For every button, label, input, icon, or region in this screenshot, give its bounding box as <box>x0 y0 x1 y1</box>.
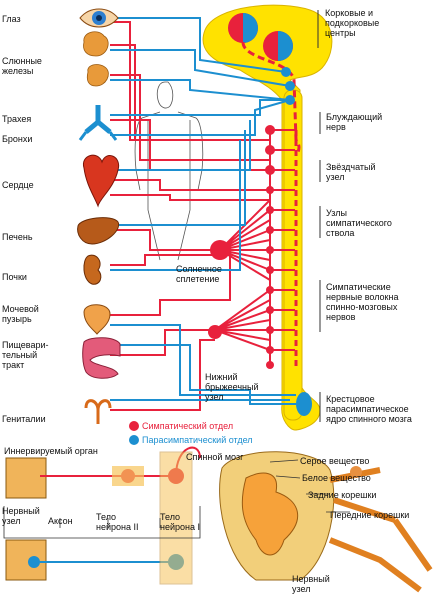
label-bronchi: Бронхи <box>2 134 33 144</box>
label-trachea: Трахея <box>2 114 32 124</box>
label-innervated-organ: Иннервируемый орган <box>4 446 98 456</box>
parasympathetic-lines <box>110 17 296 405</box>
liver-icon <box>77 217 120 245</box>
sacral-nucleus <box>296 392 312 416</box>
cortical-centers-icon <box>228 13 293 61</box>
kidneys-icon <box>83 254 102 285</box>
label-neuron1: Тело нейрона I <box>160 512 200 532</box>
label-heart: Сердце <box>2 180 34 190</box>
bladder-icon <box>83 304 111 335</box>
label-cortical-centers: Корковые и подкорковые центры <box>325 8 380 38</box>
label-trunk-nodes: Узлы симпатического ствола <box>326 208 392 238</box>
legend-parasympathetic-dot <box>129 435 139 445</box>
legend-parasympathetic: Парасимпатический отдел <box>142 435 253 445</box>
label-solar-plexus: Солнечное сплетение <box>176 264 222 284</box>
label-salivary: Слюнные железы <box>2 56 42 76</box>
trachea-icon <box>84 105 112 134</box>
central-pathway <box>241 41 301 156</box>
legend-sympathetic-dot <box>129 421 139 431</box>
label-axon: Аксон <box>48 516 73 526</box>
label-dorsal-roots: Задние корешки <box>308 490 377 500</box>
innervated-organ-tissue <box>5 457 47 581</box>
digestive-tract-icon <box>82 337 121 379</box>
label-lower-mesenteric: Нижний брыжеечный узел <box>205 372 259 402</box>
label-eye: Глаз <box>2 14 21 24</box>
solar-plexus-node <box>210 240 230 260</box>
parasympathetic-reflex-arc <box>28 451 193 585</box>
legend-sympathetic: Симпатический отдел <box>142 421 234 431</box>
label-gray-matter: Серое вещество <box>300 456 370 466</box>
label-genitals: Гениталии <box>2 414 46 424</box>
label-kidneys: Почки <box>2 272 27 282</box>
label-vagus: Блуждающий нерв <box>326 112 383 132</box>
label-sacral: Крестцовое парасимпатическое ядро спинно… <box>326 394 412 424</box>
eye-icon <box>79 8 119 28</box>
label-liver: Печень <box>2 232 33 242</box>
cross-section-leaders <box>269 459 350 513</box>
label-white-matter: Белое вещество <box>302 473 371 483</box>
label-cross-nerve-node: Нервный узел <box>292 574 330 594</box>
salivary-gland-icon <box>83 31 109 87</box>
trunk-nodes <box>265 125 275 369</box>
sympathetic-reflex-arc <box>40 446 201 486</box>
spinal-cord <box>283 89 303 421</box>
label-neuron2: Тело нейрона II <box>96 512 139 532</box>
label-bladder: Мочевой пузырь <box>2 304 39 324</box>
label-nerve-node: Нервный узел <box>2 506 40 526</box>
label-brackets <box>317 10 321 422</box>
label-spinal-cord: Спинной мозг <box>186 452 244 462</box>
lower-mesenteric-node <box>208 325 222 339</box>
label-ventral-roots: Передние корешки <box>330 510 410 520</box>
genitals-icon <box>84 399 112 424</box>
bracket-lines <box>3 506 201 539</box>
heart-icon <box>82 154 120 208</box>
label-digestive: Пищевари- тельный тракт <box>2 340 49 370</box>
bronchi-icon <box>78 131 118 141</box>
cross-section-icon <box>219 451 433 593</box>
label-stellate: Звёздчатый узел <box>326 162 376 182</box>
label-sympathetic-fibers: Симпатические нервные волокна спинно-моз… <box>326 282 399 322</box>
